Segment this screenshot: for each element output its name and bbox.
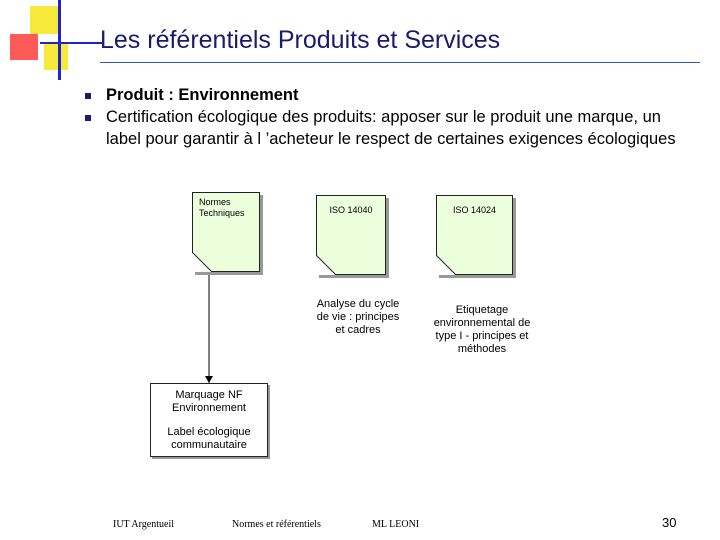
- footer-right: ML LEONI: [372, 519, 420, 530]
- square-bullet-icon: [85, 93, 91, 99]
- folded-corner-icon: [316, 255, 336, 275]
- note-normes-techniques: Normes Techniques: [192, 192, 260, 272]
- description-etiquetage: Etiquetage environnemental de type I - p…: [433, 304, 531, 355]
- footer-left: IUT Argentueil: [113, 519, 175, 530]
- footer-center: Normes et référentiels: [232, 519, 321, 530]
- description-acv: Analyse du cycle de vie : principes et c…: [316, 298, 400, 336]
- note-iso-14024: ISO 14024: [436, 195, 513, 275]
- bullet-item: Certification écologique des produits: a…: [82, 106, 682, 150]
- slide-title: Les référentiels Produits et Services: [100, 26, 501, 54]
- bullet-list: Produit : Environnement Certification éc…: [82, 84, 682, 150]
- square-bullet-icon: [85, 115, 91, 121]
- page-number: 30: [662, 515, 677, 530]
- corner-decoration: [0, 0, 102, 90]
- title-underline: [100, 62, 700, 63]
- folded-corner-icon: [436, 255, 456, 275]
- marquage-box: Marquage NF Environnement Label écologiq…: [150, 383, 268, 457]
- bullet-item: Produit : Environnement: [82, 84, 682, 106]
- folded-corner-icon: [192, 252, 212, 272]
- note-iso-14040: ISO 14040: [316, 195, 386, 275]
